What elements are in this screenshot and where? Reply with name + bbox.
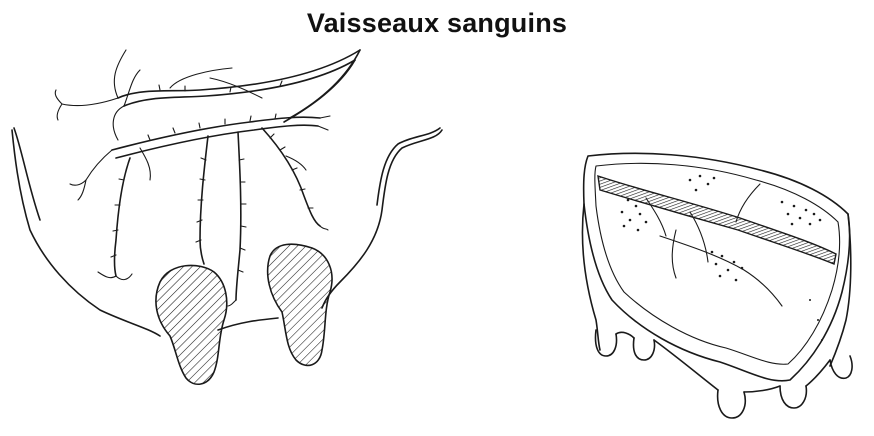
tooth-right (268, 244, 332, 365)
block-right-side (830, 214, 851, 366)
block-bottom-roots (595, 330, 852, 418)
left-jaw-figure (12, 50, 442, 384)
jaw-outline-left (12, 130, 160, 336)
right-block-figure (583, 153, 853, 418)
jaw-outline-right-inner (377, 128, 440, 205)
jaw-bridge (218, 318, 278, 330)
vessel-canal-band (598, 176, 836, 264)
jaw-outline-right (322, 130, 442, 308)
tooth-left (156, 265, 227, 384)
block-left-side (583, 204, 601, 350)
